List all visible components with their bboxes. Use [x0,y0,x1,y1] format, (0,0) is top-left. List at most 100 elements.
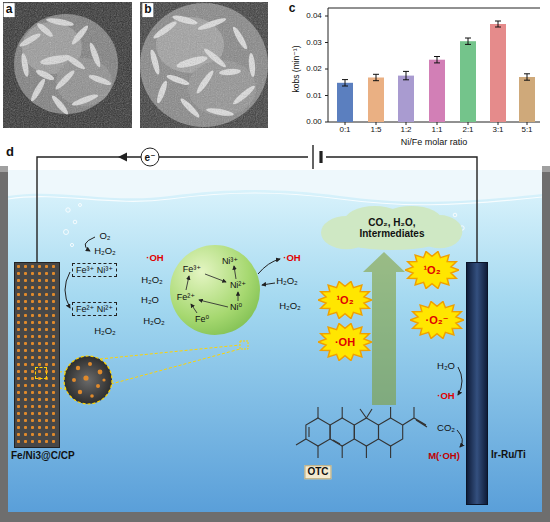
ion-label: Fe³⁺ Ni³⁺ [76,265,113,275]
radical-burst: ¹O₂ [405,251,459,289]
zoom-callout [102,378,105,381]
species-label: H₂O₂ [276,276,298,287]
species-label: O₂ [99,231,110,242]
burst-shape [410,301,464,338]
species-label: H₂O₂ [94,326,116,337]
bar-chart [498,122,499,125]
electrode-label: Ir-Ru/Ti [491,449,526,461]
burst-shape [405,251,459,288]
species-label: H₂O₂ [141,275,163,286]
reaction-arrow [85,237,95,251]
species-label: H₂O₂ [143,316,165,327]
bar-chart [527,122,528,125]
anode-plate: Ir-Ru/Ti [466,262,488,505]
sem-image [3,2,132,128]
tick-label: 0:1 [339,125,350,134]
cathode-plate: Fe/Ni3@C/CP [14,262,60,448]
valence-arrows [205,274,226,282]
tick-label: 1:1 [431,125,442,134]
reaction-arrow [262,283,275,285]
bar-chart [437,122,438,125]
bar-chart [337,83,353,122]
bar-chart [524,74,530,80]
sem-image [140,3,268,127]
gas-bubble [73,220,77,224]
product-cloud: CO₂, H₂O, Intermediates [321,205,462,251]
species-label: ·OH [146,253,163,264]
zoom-marker [35,367,47,379]
bar-chart [490,24,506,122]
zoom-callout [90,394,94,398]
electron-arrow [118,153,127,162]
bar-chart [368,78,384,123]
gas-bubble [79,204,82,207]
sem-image [3,2,132,128]
degradation-arrow [363,252,405,405]
species-label: H₂O₂ [279,301,301,312]
tick-label: 2:1 [462,125,473,134]
catalyst-particle: Ni³⁺Fe³⁺Ni²⁺Fe²⁺Ni⁰Fe⁰ [170,245,260,335]
bar-chart [345,122,346,125]
bar-chart [342,80,348,86]
species-label: M(·OH) [428,451,460,462]
otc-molecule [403,407,427,427]
ion-label: Fe²⁺ [177,292,195,302]
bar-chart [328,8,329,122]
bar-chart [376,122,377,125]
compound-label: OTC [304,465,331,479]
tick-label: 0.04 [306,11,322,20]
bar-chart [373,74,379,80]
otc-molecule [330,418,354,446]
zoom-callout [240,341,248,349]
tick-label: 3:1 [492,125,503,134]
bar-chart [325,69,328,70]
valence-arrows [234,266,236,279]
reaction-arrow [458,367,462,395]
zoom-callout [88,362,92,366]
burst-shape [318,281,372,318]
sem-image [3,2,132,128]
electrolysis-cell [0,170,550,522]
bar-chart [325,8,540,125]
sem-image [140,2,268,128]
bar-chart [460,41,476,122]
valence-arrows [186,276,189,290]
species-label: H₂O [437,361,455,372]
radical-label: ·O₂⁻ [426,314,449,327]
circuit-wire [37,157,477,262]
ion-label: Fe²⁺ Ni²⁺ [76,304,113,314]
radical-burst: ·OH [318,323,372,361]
bar-chart [465,38,471,44]
radical-label: ·OH [335,336,355,349]
bar-chart [325,16,328,17]
reaction-arrow [258,259,280,274]
otc-molecule [379,418,403,446]
tick-label: 5:1 [521,125,532,134]
zoom-callout [83,375,88,380]
bar-chart [325,95,328,96]
electrolysis-cell [8,170,542,512]
electrode-label: Fe/Ni3@C/CP [11,450,75,462]
bar-chart [468,122,469,125]
otc-molecule [354,418,378,446]
battery-symbol [308,145,326,169]
species-label: H₂O₂ [94,246,116,257]
tick-label: 1:5 [370,125,381,134]
bar-chart [406,122,407,125]
bar-chart [434,57,440,63]
panel-letter: a [4,3,15,17]
electron-label: e⁻ [141,148,160,167]
valence-arrows [238,292,239,301]
bar-chart [328,8,540,9]
bar-chart [325,42,328,43]
radical-label: ¹O₂ [336,294,353,307]
otc-molecule [296,407,427,458]
tick-label: 0.00 [306,117,322,126]
zoom-callout [98,370,103,375]
valence-arrows [191,304,197,313]
zoom-callout [100,345,240,359]
species-label: H₂O [141,295,159,306]
electron-arrow [118,153,127,162]
